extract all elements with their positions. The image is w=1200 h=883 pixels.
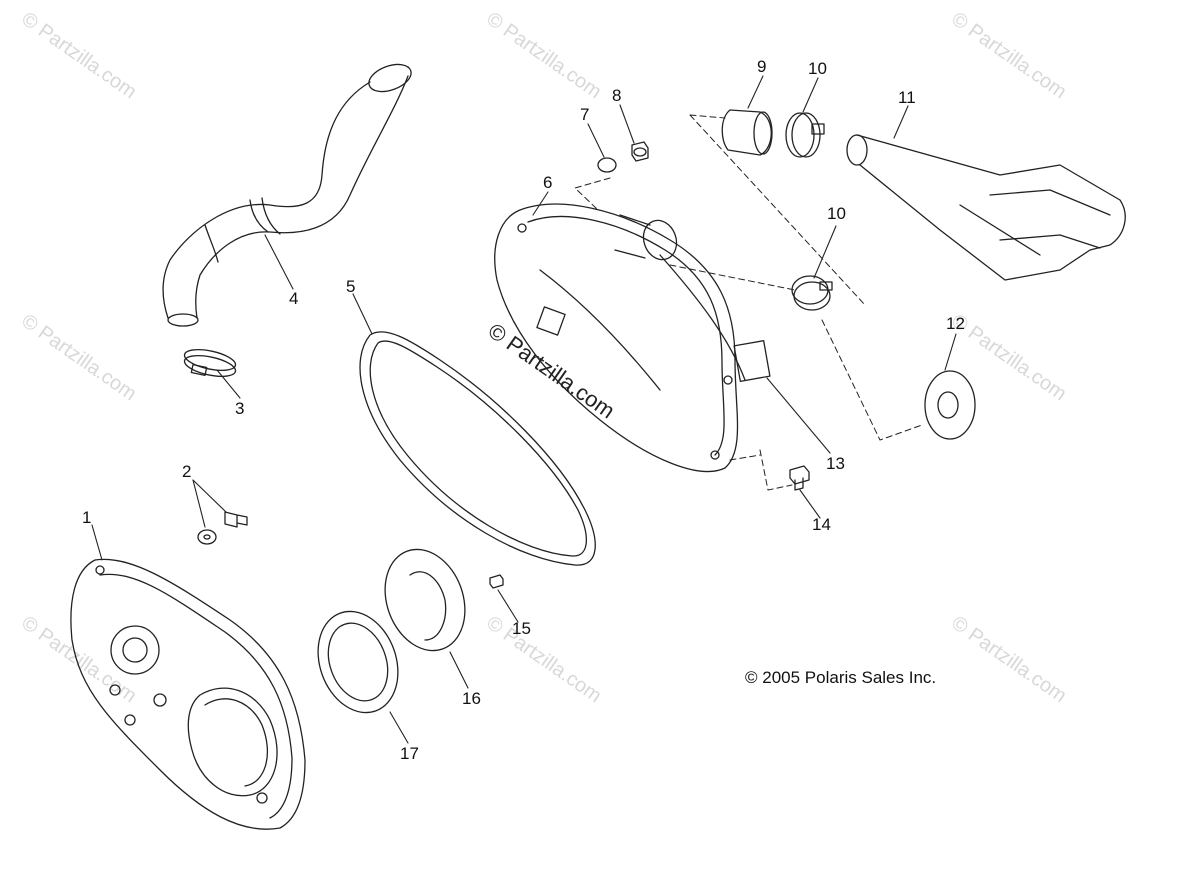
bolt-part [789,465,810,491]
hose-clamp-part [183,349,237,377]
upper-clamp-part [785,112,825,158]
callout-17: 17 [400,744,419,763]
callout-1: 1 [82,508,92,527]
washer-part [924,370,976,440]
callout-5: 5 [346,277,356,296]
leader-lines [91,75,957,744]
plate-part [384,548,466,652]
intake-scoop-part [846,134,1126,281]
callout-7: 7 [580,105,590,124]
callout-9: 9 [757,57,767,76]
outer-clutch-cover-part [494,203,771,472]
callout-11: 11 [898,88,916,107]
callout-6: 6 [543,173,553,192]
callout-10-lower: 10 [827,204,846,223]
small-bolt-part [489,574,504,589]
assembly-lines [574,114,923,491]
callout-3: 3 [235,399,245,418]
lower-clamp-part [791,275,833,311]
drive-belt-part [359,331,596,566]
callout-4: 4 [289,289,299,308]
seal-part [317,610,399,714]
coupler-part [721,109,773,156]
callout-14: 14 [812,515,831,534]
callout-16: 16 [462,689,481,708]
screw-part [197,511,248,545]
copyright-text: © 2005 Polaris Sales Inc. [745,668,937,687]
intake-duct-part [162,63,412,327]
callout-13: 13 [826,454,845,473]
callout-2: 2 [182,462,192,481]
o-ring-part [597,157,617,173]
callout-15: 15 [512,619,531,638]
callout-10-upper: 10 [808,59,827,78]
callout-12: 12 [946,314,965,333]
inner-clutch-cover-part [70,558,306,830]
plug-part [631,141,649,162]
callout-8: 8 [612,86,622,105]
